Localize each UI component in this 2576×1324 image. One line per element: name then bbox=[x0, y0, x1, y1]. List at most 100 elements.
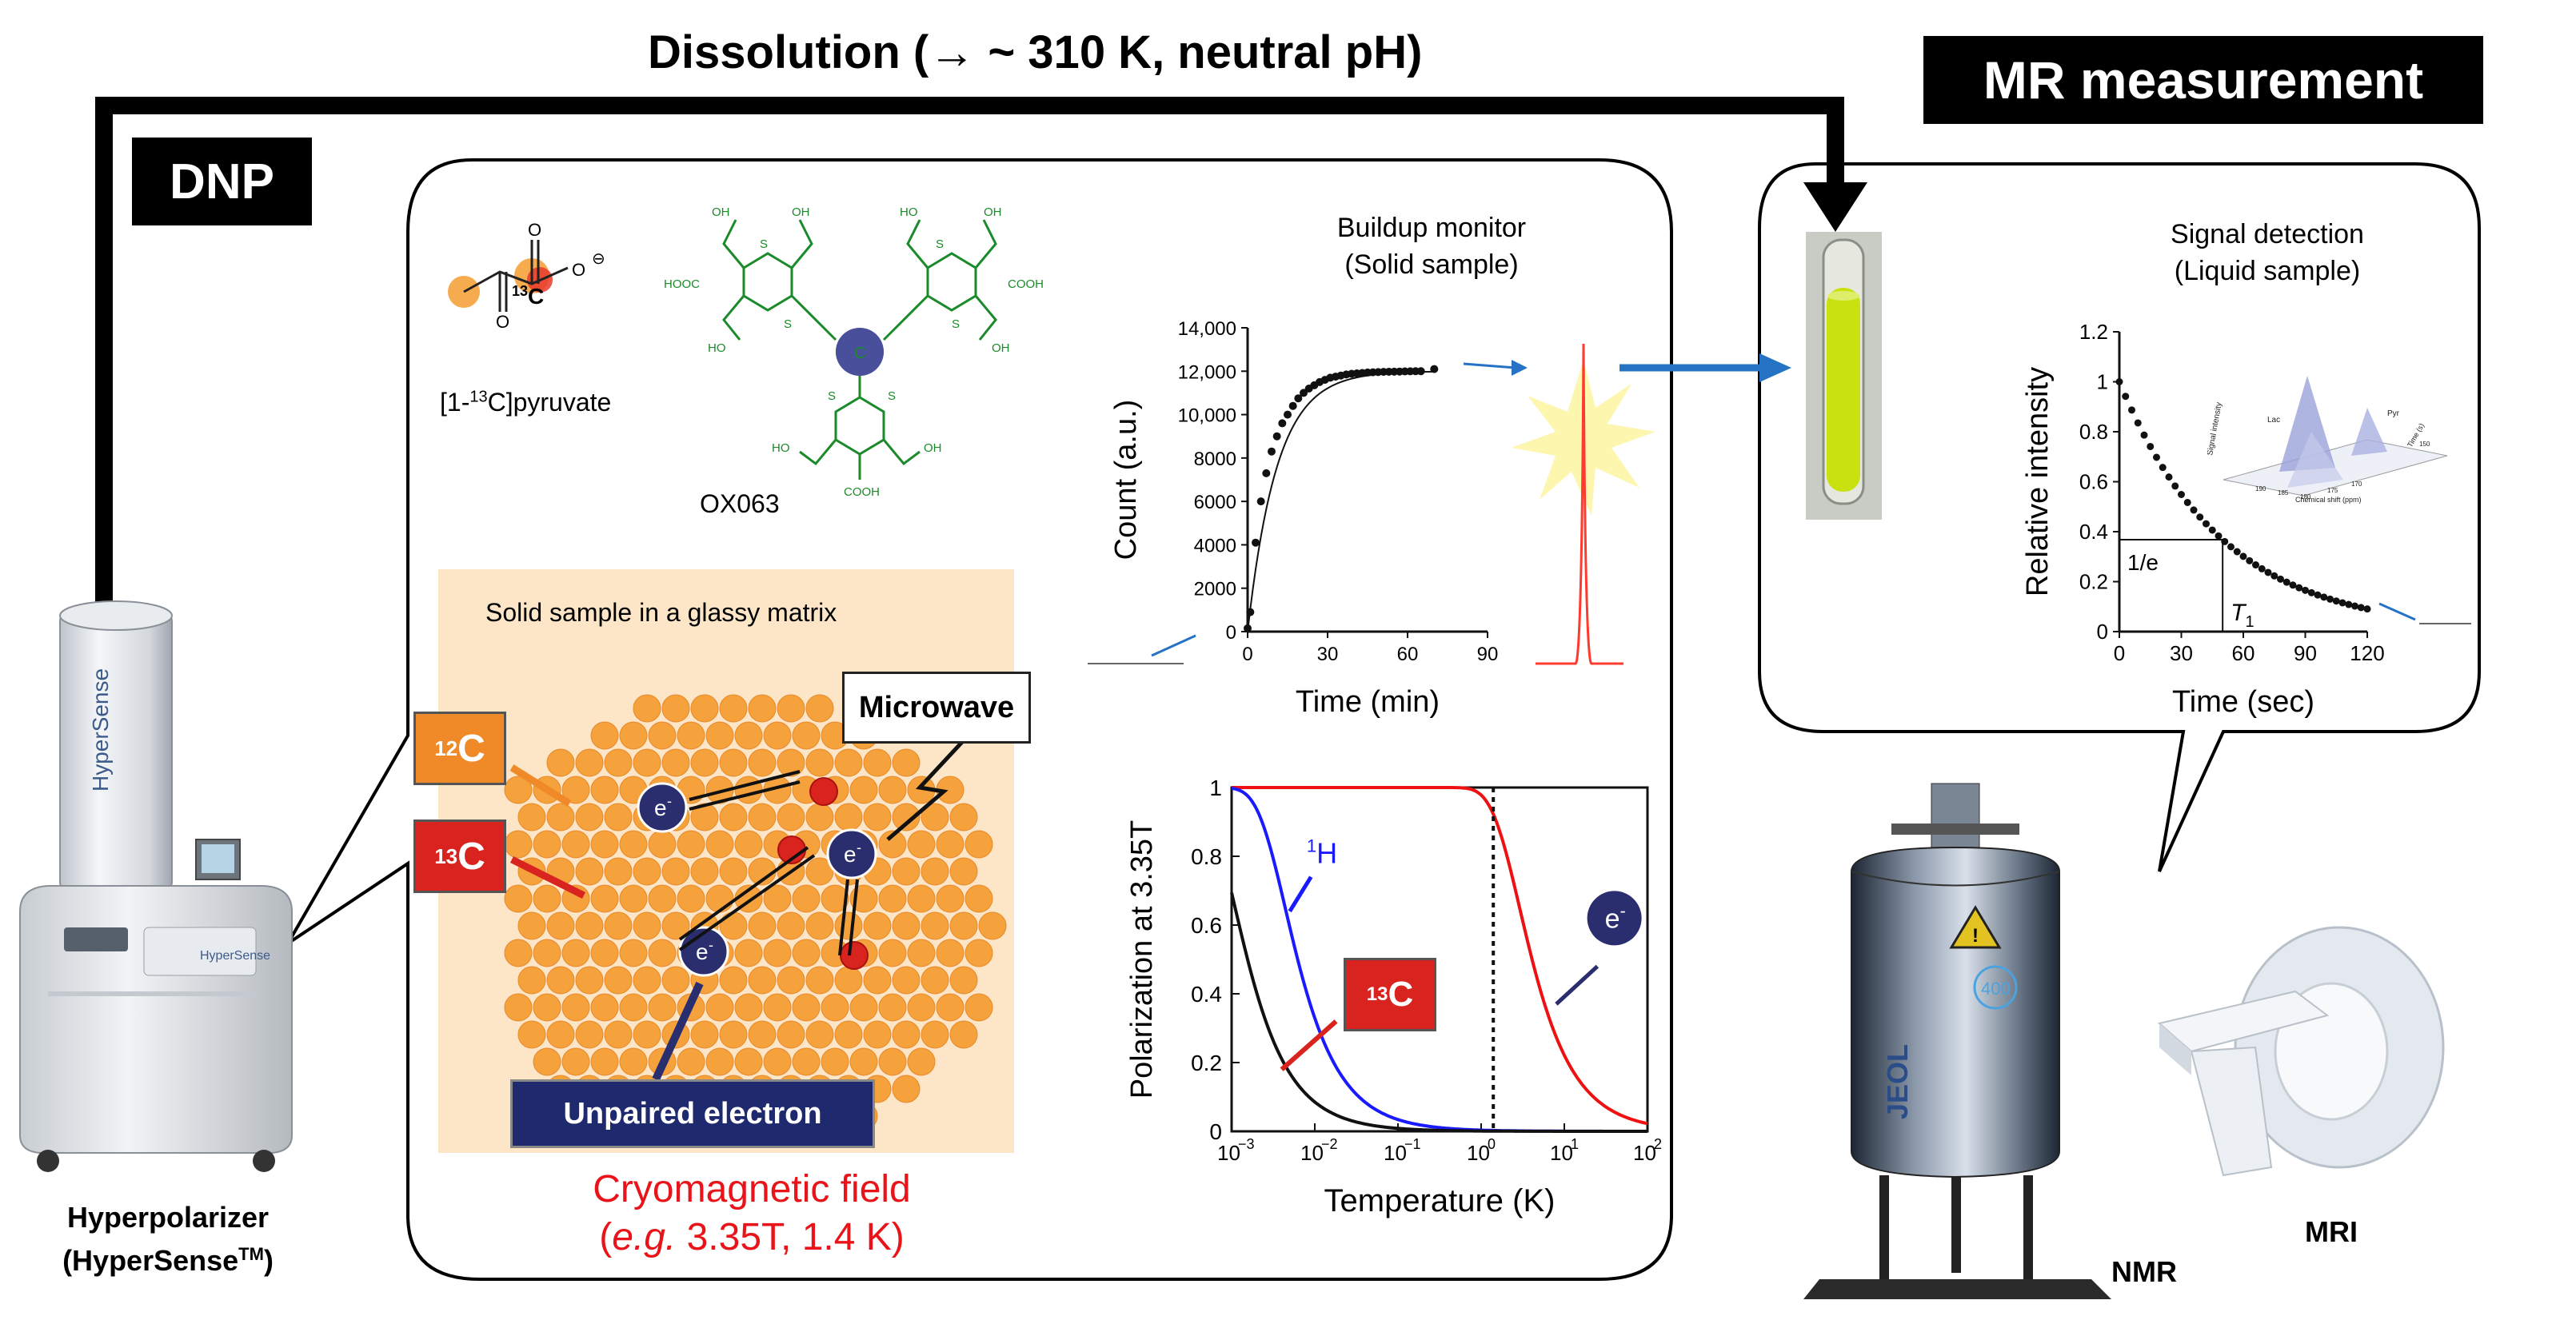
data-point bbox=[2264, 568, 2272, 576]
electron-label: e bbox=[654, 796, 667, 820]
bead bbox=[648, 993, 677, 1022]
dnp-tag: DNP bbox=[132, 138, 312, 225]
bead bbox=[619, 939, 648, 967]
bead bbox=[517, 803, 546, 831]
data-point bbox=[1278, 419, 1287, 428]
x-tick-label: 10 bbox=[1550, 1141, 1573, 1165]
bead bbox=[633, 1020, 661, 1049]
bead bbox=[805, 803, 834, 831]
bead bbox=[834, 1020, 863, 1049]
data-point bbox=[1430, 365, 1439, 373]
ox063-label: OX063 bbox=[700, 489, 780, 518]
bead bbox=[777, 966, 805, 995]
series-13C bbox=[1230, 892, 1647, 1133]
svg-text:190: 190 bbox=[2255, 485, 2266, 493]
mri-image bbox=[2157, 926, 2445, 1177]
bead bbox=[504, 993, 533, 1022]
electron-charge: - bbox=[709, 937, 713, 953]
data-point bbox=[2332, 597, 2340, 605]
data-point bbox=[2227, 543, 2235, 551]
bead bbox=[949, 911, 978, 940]
c13-pointer bbox=[509, 855, 586, 899]
data-point bbox=[2134, 419, 2142, 427]
bead bbox=[648, 884, 677, 913]
electron bbox=[637, 782, 688, 833]
svg-text:S: S bbox=[784, 317, 792, 331]
bead bbox=[504, 776, 533, 804]
bead bbox=[546, 803, 575, 831]
bead bbox=[921, 1020, 949, 1049]
bead bbox=[805, 748, 834, 777]
bead bbox=[575, 748, 604, 777]
bead bbox=[734, 830, 763, 859]
bead bbox=[805, 857, 834, 886]
solid-sample-title: Solid sample in a glassy matrix bbox=[485, 598, 837, 627]
bead bbox=[734, 776, 763, 804]
svg-text:OH: OH bbox=[792, 205, 810, 219]
bead bbox=[892, 748, 921, 777]
data-point bbox=[1244, 624, 1252, 632]
x-tick-label: 60 bbox=[2232, 641, 2255, 665]
x-tick-label: 10 bbox=[1384, 1141, 1407, 1165]
data-point bbox=[2183, 498, 2191, 506]
bead bbox=[604, 966, 633, 995]
x-tick-exponent: −1 bbox=[1404, 1136, 1421, 1152]
bead bbox=[677, 721, 705, 750]
data-point bbox=[1256, 497, 1265, 506]
data-point bbox=[2345, 600, 2353, 608]
x-tick-label: 0 bbox=[2114, 641, 2125, 665]
arrow-electron bbox=[1555, 964, 1600, 1006]
bead bbox=[705, 830, 734, 859]
data-point bbox=[2320, 593, 2328, 601]
bead bbox=[734, 939, 763, 967]
x-tick-label: 10 bbox=[1633, 1141, 1656, 1165]
x-tick-exponent: −2 bbox=[1321, 1136, 1338, 1152]
x-tick-label: 30 bbox=[2170, 641, 2193, 665]
data-point bbox=[2239, 552, 2247, 560]
bead bbox=[978, 911, 1007, 940]
data-point bbox=[2314, 591, 2322, 599]
bead bbox=[590, 993, 619, 1022]
bead bbox=[907, 993, 936, 1022]
bead bbox=[546, 911, 575, 940]
bead bbox=[719, 748, 748, 777]
bead bbox=[748, 748, 777, 777]
bead bbox=[792, 884, 821, 913]
transfer-arrow-1 bbox=[689, 770, 801, 801]
y-tick-label: 10,000 bbox=[1178, 405, 1236, 427]
signal-inset-3d: Lac Pyr Signal intensity Chemical shift … bbox=[2207, 360, 2455, 504]
y-tick-label: 8000 bbox=[1194, 449, 1236, 470]
bead bbox=[690, 803, 719, 831]
svg-text:C: C bbox=[528, 284, 544, 309]
data-point bbox=[2203, 520, 2210, 528]
svg-text:O: O bbox=[528, 220, 541, 240]
transfer-arrowhead bbox=[1759, 353, 1791, 382]
bead bbox=[604, 911, 633, 940]
svg-text:O: O bbox=[572, 260, 585, 280]
data-point bbox=[1284, 410, 1292, 419]
data-point bbox=[2363, 605, 2371, 613]
svg-text:S: S bbox=[936, 237, 944, 251]
data-point bbox=[2277, 575, 2284, 583]
bead bbox=[892, 803, 921, 831]
electron-label: e bbox=[844, 842, 857, 867]
bead bbox=[805, 694, 834, 723]
svg-text:Pyr: Pyr bbox=[2387, 409, 2400, 418]
bead bbox=[590, 776, 619, 804]
signal-title: Signal detection(Liquid sample) bbox=[2171, 219, 2364, 286]
data-point bbox=[2258, 564, 2266, 572]
bead bbox=[690, 694, 719, 723]
c12-pointer bbox=[509, 764, 572, 807]
data-point bbox=[2302, 586, 2309, 594]
bead bbox=[777, 1020, 805, 1049]
data-point bbox=[2190, 506, 2198, 514]
y-tick-label: 1 bbox=[1209, 776, 1222, 800]
mr-measurement-tag: MR measurement bbox=[1923, 36, 2483, 124]
dnp-bubble bbox=[286, 158, 1673, 1281]
data-point bbox=[2171, 482, 2179, 490]
data-point bbox=[2326, 595, 2334, 603]
bead bbox=[949, 803, 978, 831]
electron-charge: - bbox=[857, 839, 861, 855]
